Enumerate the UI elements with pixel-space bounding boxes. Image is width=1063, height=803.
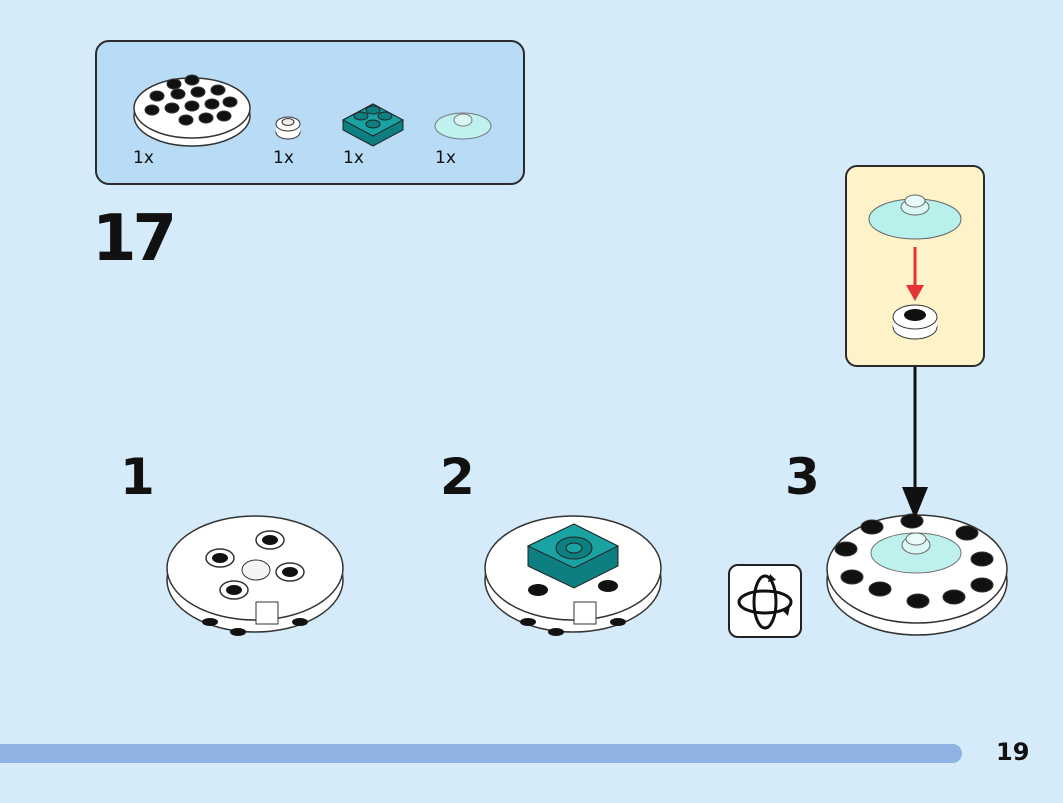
substep-label: 3 — [785, 448, 820, 506]
round-plate-teal-part — [341, 103, 405, 147]
substep-label: 2 — [440, 448, 475, 506]
substep-2-model — [484, 515, 662, 636]
part-qty: 1x — [435, 148, 456, 168]
parts-list: 1x 1x 1x 1x — [95, 40, 525, 185]
substep-1-model — [166, 515, 344, 636]
round-tile-white-part — [275, 116, 301, 140]
parts-illustrations — [133, 74, 492, 147]
callout-illustration — [868, 194, 962, 340]
round-plate-white-part — [133, 74, 251, 147]
part-qty: 1x — [273, 148, 294, 168]
part-qty: 1x — [343, 148, 364, 168]
dish-trans-light-blue-part — [434, 112, 492, 140]
down-arrow-icon — [902, 367, 928, 519]
rotate-icon-glyph — [737, 574, 793, 630]
substep-label: 1 — [120, 448, 155, 506]
step-number: 17 — [92, 202, 177, 276]
progress-bar — [0, 744, 962, 763]
page-number: 19 — [996, 738, 1030, 766]
rotate-model-icon[interactable] — [728, 564, 802, 638]
substep-3-model — [826, 513, 1008, 636]
part-qty: 1x — [133, 148, 154, 168]
progress-fill — [0, 744, 962, 763]
sub-assembly-callout — [845, 165, 985, 367]
